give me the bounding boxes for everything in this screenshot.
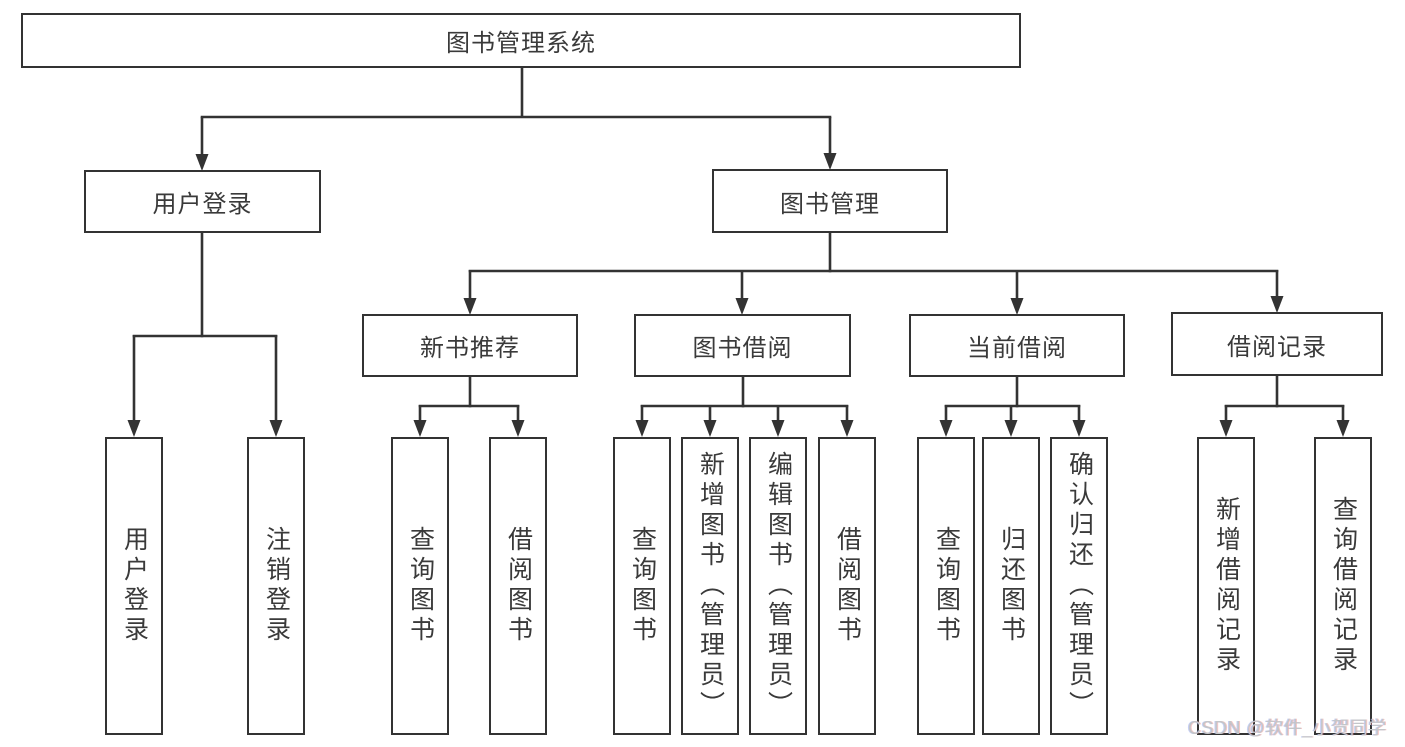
- leaf-logout: 注销登录: [247, 437, 305, 735]
- node-label: 图书管理系统: [446, 30, 596, 57]
- csdn-watermark: CSDN @软件_小贺同学: [1188, 718, 1387, 738]
- node-label: 确认归还（管理员）: [1065, 451, 1094, 721]
- node-label: 新增借阅记录: [1212, 496, 1241, 676]
- node-current-borrowing: 当前借阅: [909, 314, 1125, 377]
- node-label: 查询图书: [932, 526, 961, 646]
- node-label: 借阅记录: [1227, 333, 1327, 361]
- node-label: 借阅图书: [504, 526, 533, 646]
- node-label: 借阅图书: [833, 526, 862, 646]
- node-new-book-recommendation: 新书推荐: [362, 314, 578, 377]
- leaf-return-book: 归还图书: [982, 437, 1040, 735]
- node-label: 用户登录: [120, 526, 149, 646]
- node-label: 查询图书: [628, 526, 657, 646]
- leaf-borrow-books: 借阅图书: [818, 437, 876, 735]
- node-label: 当前借阅: [967, 335, 1067, 362]
- leaf-query-books-current: 查询图书: [917, 437, 975, 735]
- node-label: 查询借阅记录: [1329, 496, 1358, 676]
- node-label: 注销登录: [262, 526, 291, 646]
- node-book-management: 图书管理: [712, 169, 948, 233]
- leaf-add-book-admin: 新增图书（管理员）: [681, 437, 739, 735]
- node-user-login: 用户登录: [84, 170, 321, 233]
- leaf-query-borrow-record: 查询借阅记录: [1314, 437, 1372, 735]
- node-label: 图书管理: [780, 190, 880, 218]
- node-label: 图书借阅: [692, 335, 793, 362]
- node-borrowing-records: 借阅记录: [1171, 312, 1383, 376]
- node-label: 查询图书: [406, 526, 435, 646]
- node-label: 用户登录: [152, 191, 253, 218]
- node-book-borrowing: 图书借阅: [634, 314, 851, 377]
- node-root: 图书管理系统: [21, 13, 1021, 68]
- leaf-query-books-borrowing: 查询图书: [613, 437, 671, 735]
- leaf-user-login: 用户登录: [105, 437, 163, 735]
- leaf-edit-book-admin: 编辑图书（管理员）: [749, 437, 807, 735]
- leaf-query-books-recommend: 查询图书: [391, 437, 449, 735]
- node-label: 编辑图书（管理员）: [764, 451, 793, 721]
- leaf-confirm-return-admin: 确认归还（管理员）: [1050, 437, 1108, 735]
- node-label: 新增图书（管理员）: [696, 451, 725, 721]
- leaf-add-borrow-record: 新增借阅记录: [1197, 437, 1255, 735]
- node-label: 归还图书: [997, 526, 1026, 646]
- node-label: 新书推荐: [420, 335, 520, 362]
- leaf-borrow-books-recommend: 借阅图书: [489, 437, 547, 735]
